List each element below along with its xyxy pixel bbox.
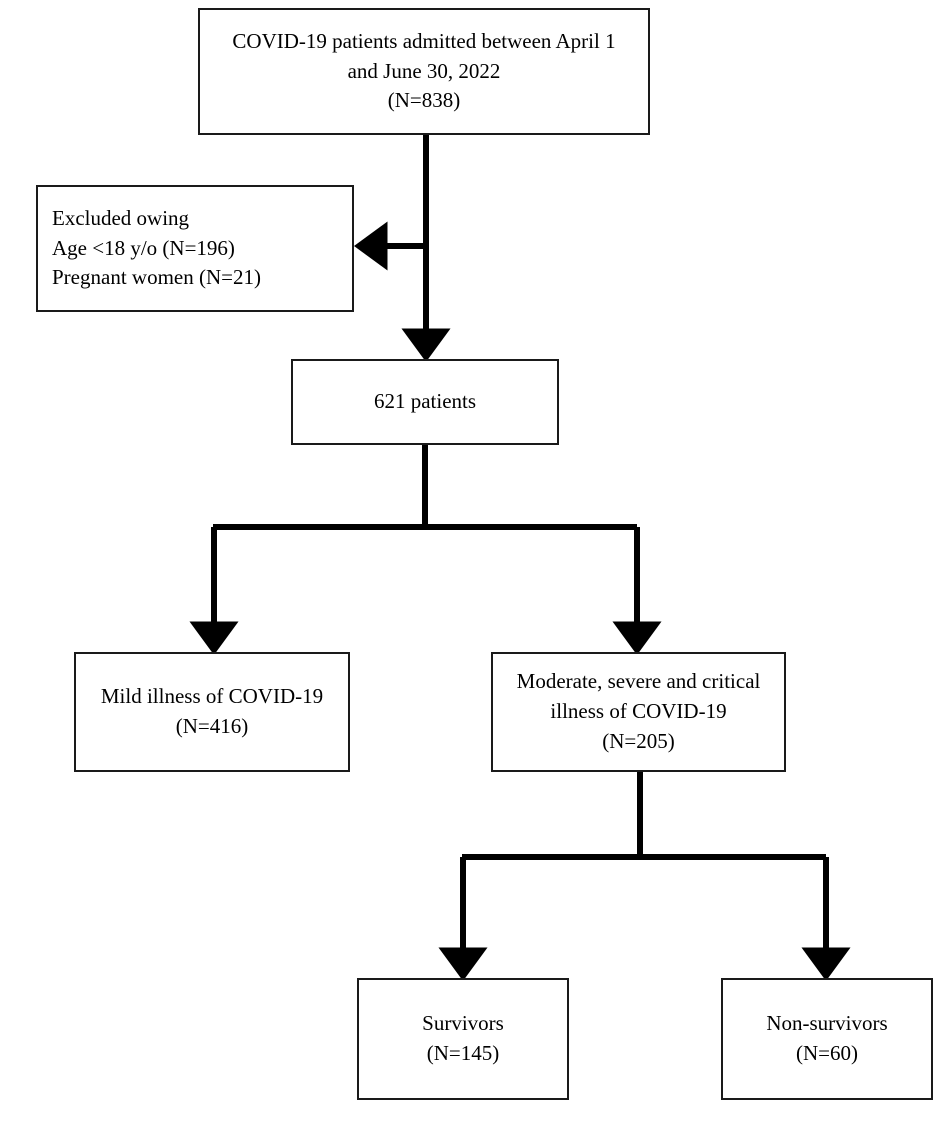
node-non-survivors-line-2: (N=60) xyxy=(796,1041,858,1065)
node-moderate-line-2: illness of COVID-19 xyxy=(550,699,727,724)
node-admitted-line-1: COVID-19 patients admitted between April… xyxy=(232,28,616,53)
node-excluded-line-3: Pregnant women (N=21) xyxy=(52,265,261,290)
node-moderate-line-3: (N=205) xyxy=(602,728,675,753)
node-admitted-patients: COVID-19 patients admitted between April… xyxy=(198,8,650,135)
node-mild-line-1: Mild illness of COVID-19 xyxy=(100,684,324,709)
node-admitted-line-3: (N=838) xyxy=(387,88,461,113)
node-mild-line-2: (N=416) xyxy=(175,714,249,738)
node-survivors-line-1: Survivors xyxy=(422,1011,504,1036)
edge-eligible-split xyxy=(189,445,662,656)
node-excluded-patients: Excluded owing Age <18 y/o (N=196) Pregn… xyxy=(36,185,354,312)
node-moderate-line-1: Moderate, severe and critical xyxy=(516,669,761,694)
node-excluded-line-2: Age <18 y/o (N=196) xyxy=(52,235,235,260)
node-non-survivors: Non-survivors (N=60) xyxy=(721,978,933,1100)
node-admitted-line-2: and June 30, 2022 xyxy=(347,58,501,83)
node-eligible-patients: 621 patients xyxy=(291,359,559,445)
node-moderate-severe-critical-illness: Moderate, severe and critical illness of… xyxy=(491,652,786,772)
node-survivors: Survivors (N=145) xyxy=(357,978,569,1100)
node-mild-illness: Mild illness of COVID-19 (N=416) xyxy=(74,652,350,772)
node-excluded-line-1: Excluded owing xyxy=(52,205,190,230)
node-survivors-line-2: (N=145) xyxy=(426,1041,500,1065)
node-non-survivors-line-1: Non-survivors xyxy=(766,1011,888,1036)
node-eligible-line-1: 621 patients xyxy=(373,389,477,414)
edge-moderate-split xyxy=(438,772,851,982)
